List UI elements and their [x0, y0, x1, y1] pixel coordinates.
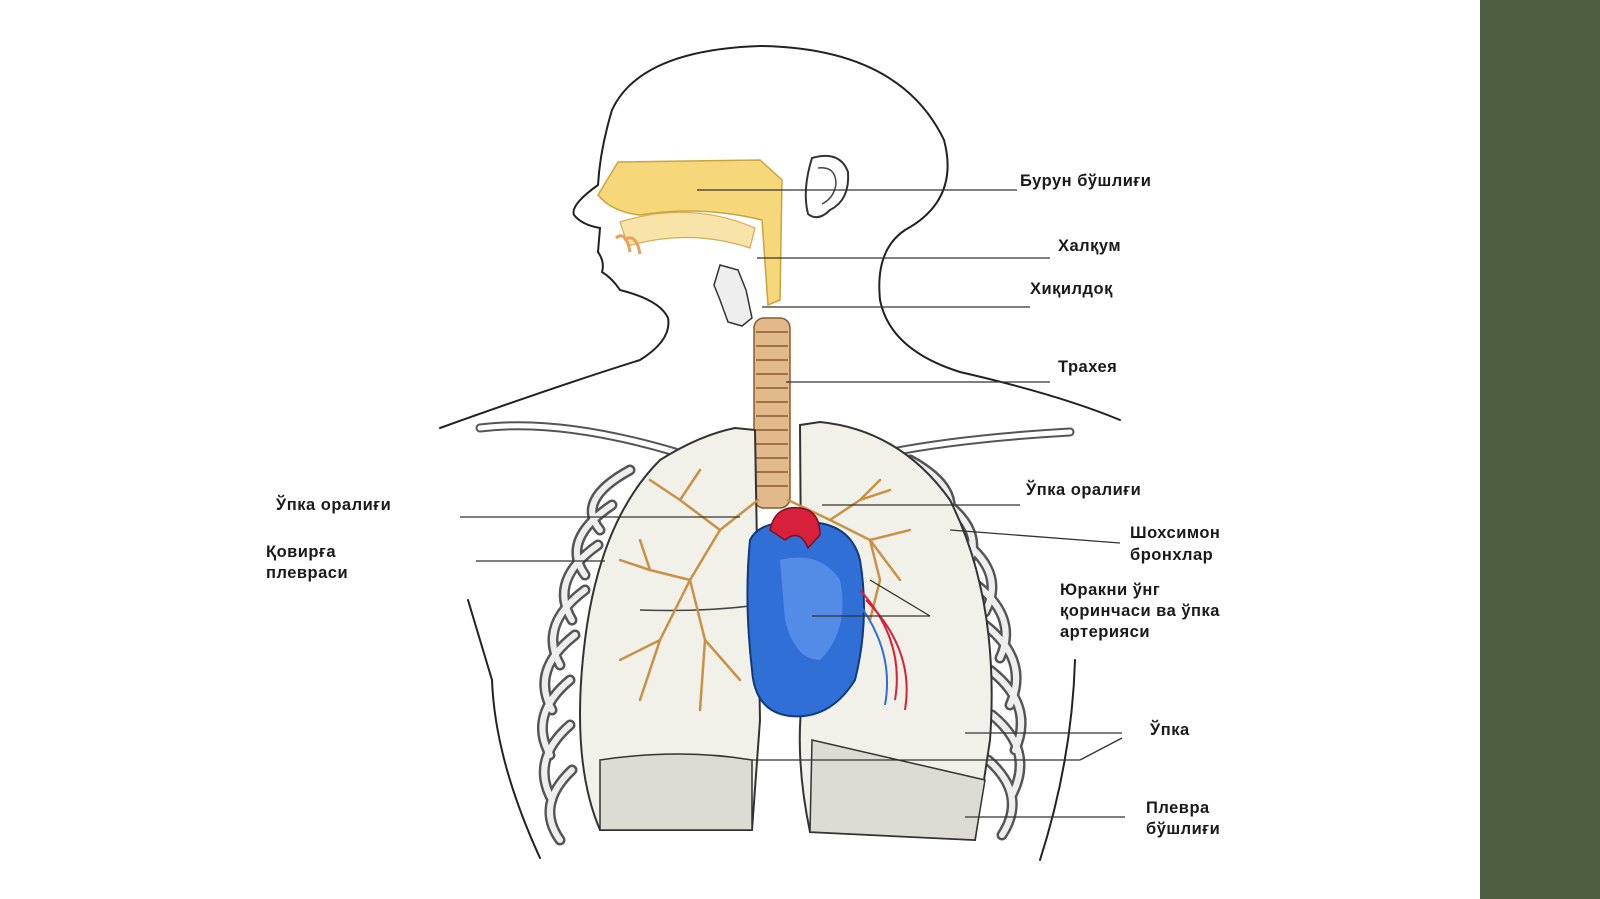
label-pharynx: Халқум — [1058, 237, 1122, 255]
heart-highlight — [780, 557, 843, 660]
label-costal-pleura-line1: Қовирға — [266, 543, 337, 561]
side-bar — [1480, 0, 1600, 899]
larynx-shape — [713, 264, 753, 327]
ear-inner — [817, 167, 837, 205]
label-bronchi-line2: бронхлар — [1130, 546, 1214, 564]
ear — [804, 154, 850, 219]
body-outline — [439, 44, 1121, 429]
label-intrapulmonary-right: Ўпка оралиғи — [1026, 481, 1142, 499]
label-pleural-cavity-line1: Плевра — [1146, 799, 1210, 817]
leader-lines — [460, 189, 1125, 818]
respiratory-system-diagram — [439, 44, 1125, 861]
nasal-cavity-shape — [597, 159, 783, 307]
oral-cavity-shape — [619, 211, 756, 249]
label-larynx: Хиқилдоқ — [1030, 280, 1113, 298]
label-heart-line2: қоринчаси ва ўпка — [1060, 602, 1220, 620]
label-intrapulmonary-left: Ўпка оралиғи — [276, 496, 392, 514]
slide: Бурун бўшлиғи Халқум Хиқилдоқ Трахея Ўпк… — [266, 44, 1221, 861]
label-heart-line3: артерияси — [1060, 623, 1150, 641]
label-heart-line1: Юракни ўнг — [1060, 581, 1161, 599]
trachea-shape — [753, 317, 791, 509]
label-nasal-cavity: Бурун бўшлиғи — [1020, 172, 1152, 190]
pulmonary-vessels-blue — [855, 599, 889, 706]
aorta — [769, 506, 821, 550]
pulmonary-vessels — [859, 589, 908, 711]
right-lung — [798, 420, 993, 842]
right-lung-base — [809, 739, 986, 841]
label-costal-pleura-line2: плевраси — [266, 564, 349, 582]
trachea-rings — [756, 331, 788, 487]
tongue — [615, 234, 642, 255]
label-trachea: Трахея — [1058, 358, 1118, 376]
left-lung-base — [599, 753, 753, 831]
left-bronchial-tree — [618, 468, 760, 712]
left-side-outline — [467, 599, 541, 859]
left-clavicle-inner — [477, 423, 678, 455]
label-lung: Ўпка — [1150, 721, 1190, 739]
label-pleural-cavity-line2: бўшлиғи — [1146, 820, 1221, 838]
left-ribs-light — [539, 467, 633, 843]
left-lung — [579, 426, 762, 831]
label-bronchi-line1: Шохсимон — [1130, 524, 1221, 542]
